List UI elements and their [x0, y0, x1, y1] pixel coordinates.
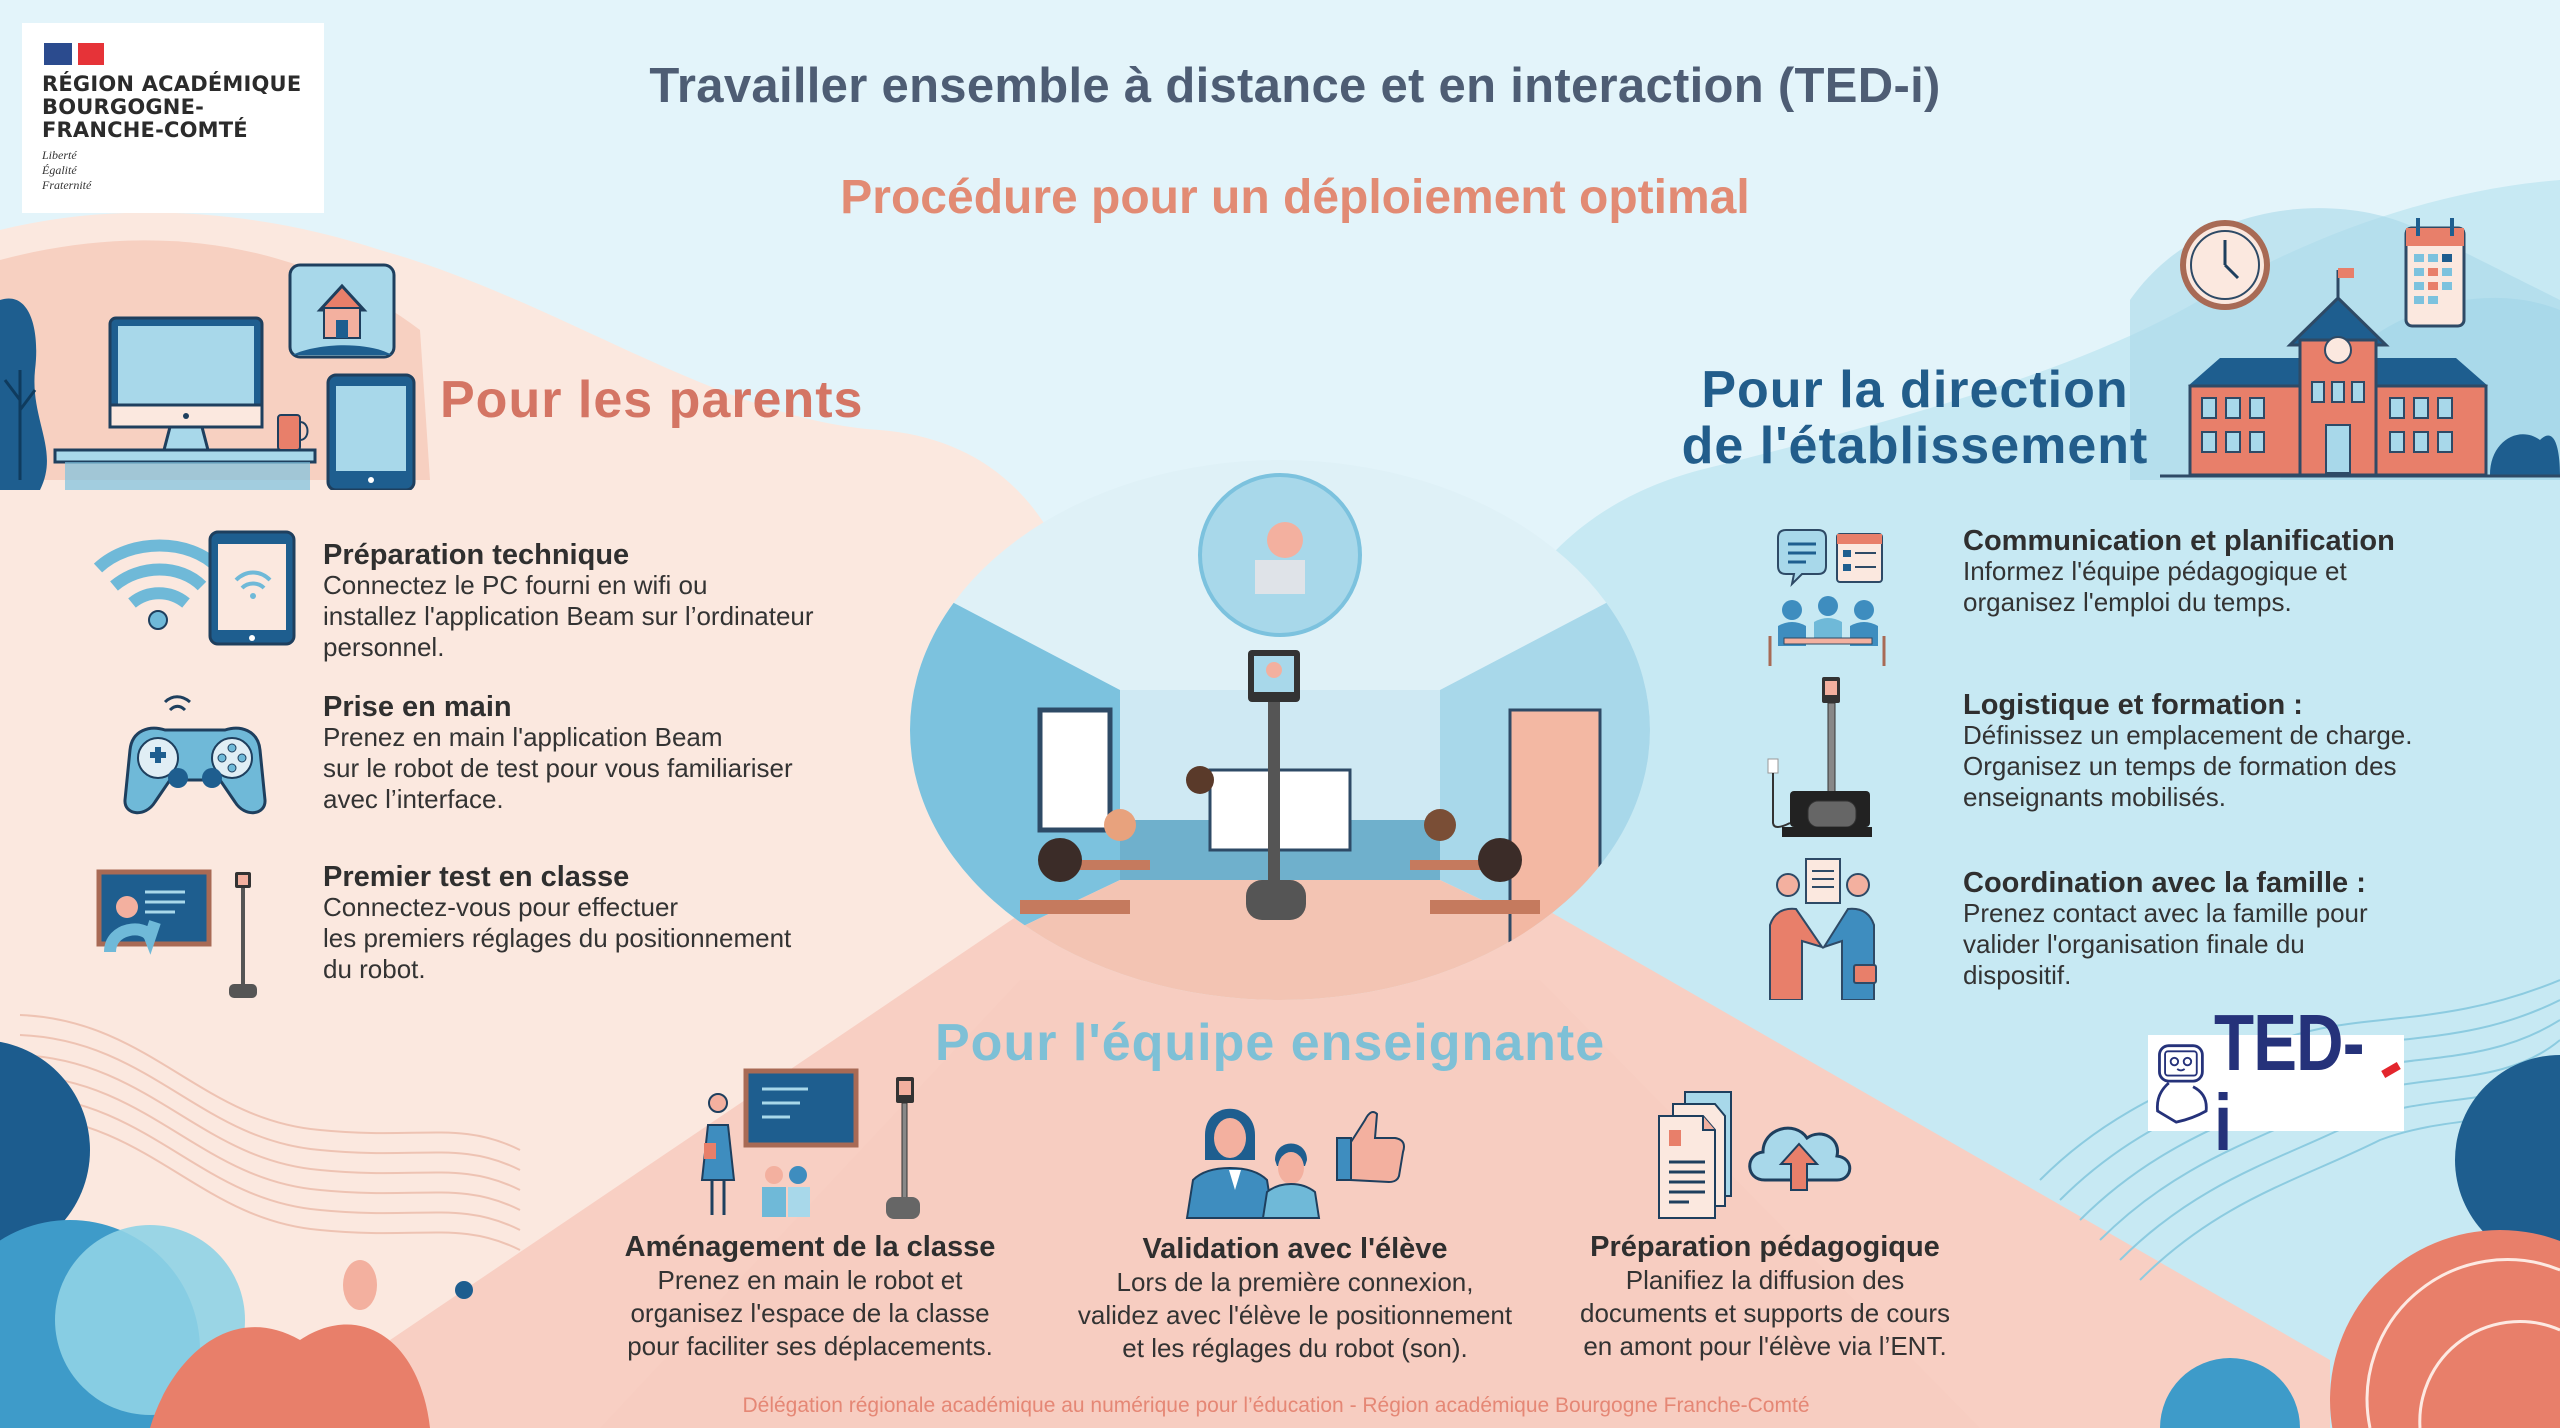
- parents-item-first-test: Premier test en classe Connectez-vous po…: [323, 862, 791, 985]
- classroom-robot-illustration: [910, 460, 1650, 1000]
- item-heading: Premier test en classe: [323, 861, 630, 893]
- item-heading: Logistique et formation :: [1963, 689, 2303, 721]
- item-heading: Prise en main: [323, 691, 512, 723]
- direction-item-communication: Communication et planification Informez …: [1963, 526, 2395, 618]
- item-text: Planifiez la diffusion des documents et …: [1580, 1265, 1950, 1361]
- footer-credit: Délégation régionale académique au numér…: [742, 1394, 1810, 1417]
- home-office-illustration-icon: [0, 263, 416, 490]
- direction-item-family-coordination: Coordination avec la famille : Prenez co…: [1963, 868, 2368, 991]
- robot-charging-icon: [1767, 677, 1872, 837]
- wifi-tablet-icon: [93, 530, 296, 646]
- item-heading: Coordination avec la famille :: [1963, 867, 2366, 899]
- item-heading: Préparation technique: [323, 539, 630, 571]
- item-heading: Communication et planification: [1963, 525, 2395, 557]
- parents-item-technical-prep: Préparation technique Connectez le PC fo…: [323, 540, 814, 663]
- page-subtitle: Procédure pour un déploiement optimal: [840, 171, 1750, 224]
- item-text: Connectez-vous pour effectuer les premie…: [323, 892, 792, 984]
- item-heading: Validation avec l'élève: [1142, 1233, 1448, 1265]
- direction-item-logistics: Logistique et formation : Définissez un …: [1963, 690, 2412, 813]
- region-academique-logo: RÉGION ACADÉMIQUE BOURGOGNE- FRANCHE-COM…: [22, 23, 324, 213]
- region-name: RÉGION ACADÉMIQUE BOURGOGNE- FRANCHE-COM…: [42, 72, 302, 142]
- item-text: Prenez contact avec la famille pour vali…: [1963, 898, 2368, 990]
- republic-motto: Liberté Égalité Fraternité: [42, 148, 92, 192]
- teachers-item-classroom-setup: Aménagement de la classe Prenez en main …: [590, 1230, 1030, 1363]
- item-text: Lors de la première connexion, validez a…: [1077, 1267, 1513, 1363]
- thumbs-up-icon: [1185, 1108, 1405, 1219]
- tedi-logo: TED-i: [2148, 1003, 2404, 1163]
- item-text: Informez l'équipe pédagogique et organis…: [1963, 556, 2347, 617]
- item-heading: Aménagement de la classe: [624, 1231, 996, 1263]
- item-text: Connectez le PC fourni en wifi ou instal…: [323, 570, 814, 662]
- documents-cloud-icon: [1658, 1091, 1852, 1219]
- handshake-icon: [1769, 858, 1877, 1000]
- classroom-robot-icon: [96, 869, 257, 998]
- page-title: Travailler ensemble à distance et en int…: [649, 59, 1941, 113]
- item-heading: Préparation pédagogique: [1590, 1231, 1940, 1263]
- marianne-flag-icon: [44, 43, 104, 65]
- meeting-calendar-icon: [1768, 529, 1886, 666]
- classroom-scene-icon: [910, 460, 1650, 1000]
- teachers-item-student-validation: Validation avec l'élève Lors de la premi…: [1040, 1232, 1550, 1365]
- section-title-parents: Pour les parents: [440, 371, 864, 429]
- robot-mascot-icon: [2155, 1044, 2208, 1124]
- teachers-item-pedagogical-prep: Préparation pédagogique Planifiez la dif…: [1545, 1230, 1985, 1363]
- section-title-teachers: Pour l'équipe enseignante: [935, 1014, 1606, 1072]
- section-title-direction: Pour la direction de l'établissement: [1681, 361, 2149, 475]
- gamepad-icon: [123, 695, 267, 815]
- teacher-board-icon: [700, 1068, 920, 1219]
- item-text: Prenez en main le robot et organisez l'e…: [627, 1265, 993, 1361]
- parents-item-getting-started: Prise en main Prenez en main l'applicati…: [323, 692, 793, 815]
- school-clock-calendar-icon: [2160, 218, 2560, 480]
- tedi-logo-text: TED-i: [2213, 998, 2365, 1167]
- item-text: Définissez un emplacement de charge. Org…: [1963, 720, 2413, 812]
- item-text: Prenez en main l'application Beam sur le…: [323, 722, 793, 814]
